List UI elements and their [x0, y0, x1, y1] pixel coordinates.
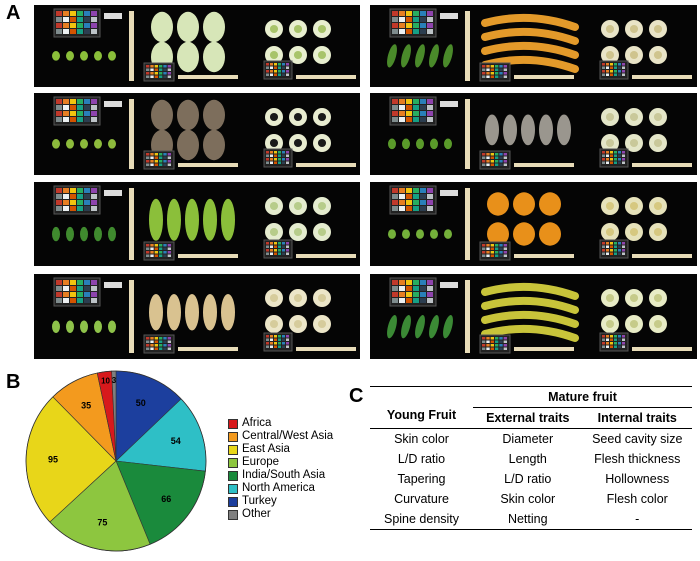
photo-3-art	[52, 96, 356, 170]
pie-slice-label: 35	[81, 401, 91, 411]
legend-label: Europe	[242, 456, 280, 468]
header-mature-fruit: Mature fruit	[473, 386, 692, 408]
pie-outline	[25, 370, 207, 552]
table-row: L/D ratio Length Flesh thickness	[370, 449, 692, 469]
legend-swatch	[228, 418, 238, 429]
panel-label-c: C	[349, 385, 364, 407]
table-cell: Hollowness	[605, 472, 670, 486]
pie-slice-label: 75	[97, 518, 107, 528]
legend-label: North America	[242, 482, 315, 494]
pie-slice-label: 50	[136, 398, 146, 408]
cucumber-photo-6	[370, 182, 697, 266]
table-cell: Tapering	[397, 472, 446, 486]
legend-item: East Asia	[228, 443, 333, 456]
table-cell: Flesh color	[606, 492, 668, 506]
legend-item: Turkey	[228, 495, 333, 508]
legend-item: Europe	[228, 456, 333, 469]
legend-swatch	[228, 431, 238, 442]
pie-slice-label: 54	[171, 436, 181, 446]
photo-8-art	[387, 277, 692, 354]
pie-slice-label: 66	[161, 494, 171, 504]
table-row: Tapering L/D ratio Hollowness	[370, 469, 692, 489]
cucumber-photo-2	[370, 5, 697, 87]
table-row: Skin color Diameter Seed cavity size	[370, 429, 692, 449]
table-cell: Diameter	[502, 432, 554, 446]
legend-item: North America	[228, 482, 333, 495]
photo-5-art	[52, 185, 356, 261]
pie-slice-label: 95	[48, 454, 58, 464]
legend-swatch	[228, 444, 238, 455]
legend-label: India/South Asia	[242, 469, 326, 481]
photo-2-art	[387, 8, 692, 82]
panel-label-b: B	[6, 371, 21, 393]
header-young-fruit: Young Fruit	[370, 386, 474, 429]
table-cell: Skin color	[394, 432, 449, 446]
cucumber-photo-1	[34, 5, 360, 87]
photo-1-art	[52, 8, 356, 82]
photo-4-art	[388, 96, 692, 170]
legend-item: Central/West Asia	[228, 430, 333, 443]
table-cell: -	[582, 509, 692, 530]
table-row: Curvature Skin color Flesh color	[370, 489, 692, 509]
legend-item: Africa	[228, 417, 333, 430]
pie-slice-label: 10	[101, 377, 110, 386]
photo-6-art	[388, 185, 692, 261]
table-cell: L/D ratio	[504, 472, 552, 486]
legend-swatch	[228, 470, 238, 481]
header-internal-traits: Internal traits	[597, 411, 677, 425]
table-row: Spine density Netting -	[370, 509, 692, 530]
legend-label: Other	[242, 508, 271, 520]
legend-label: Central/West Asia	[242, 430, 334, 442]
legend-item: Other	[228, 508, 333, 521]
table-cell: Skin color	[500, 492, 556, 506]
legend-swatch	[228, 496, 238, 507]
cucumber-photo-8	[370, 274, 697, 359]
cucumber-photo-5	[34, 182, 360, 266]
legend-item: India/South Asia	[228, 469, 333, 482]
cucumber-photo-3	[34, 93, 360, 175]
panel-label-a: A	[6, 2, 21, 24]
table-cell: Spine density	[370, 509, 474, 530]
legend-swatch	[228, 457, 238, 468]
cucumber-photo-4	[370, 93, 697, 175]
photo-7-art	[52, 277, 356, 354]
pie-slice-label: 3	[112, 376, 117, 385]
legend-label: Turkey	[242, 495, 277, 507]
header-external-traits: External traits	[486, 411, 570, 425]
traits-table: Young Fruit Mature fruit External traits…	[370, 386, 692, 530]
legend-label: Africa	[242, 417, 272, 429]
legend-swatch	[228, 483, 238, 494]
table-cell: Seed cavity size	[592, 432, 683, 446]
table-cell: Curvature	[394, 492, 449, 506]
table-cell: Length	[508, 452, 547, 466]
table-cell: L/D ratio	[397, 452, 446, 466]
table-cell: Flesh thickness	[594, 452, 681, 466]
table-cell: Netting	[473, 509, 583, 530]
legend-label: East Asia	[242, 443, 290, 455]
cucumber-photo-7	[34, 274, 360, 359]
legend-swatch	[228, 509, 238, 520]
